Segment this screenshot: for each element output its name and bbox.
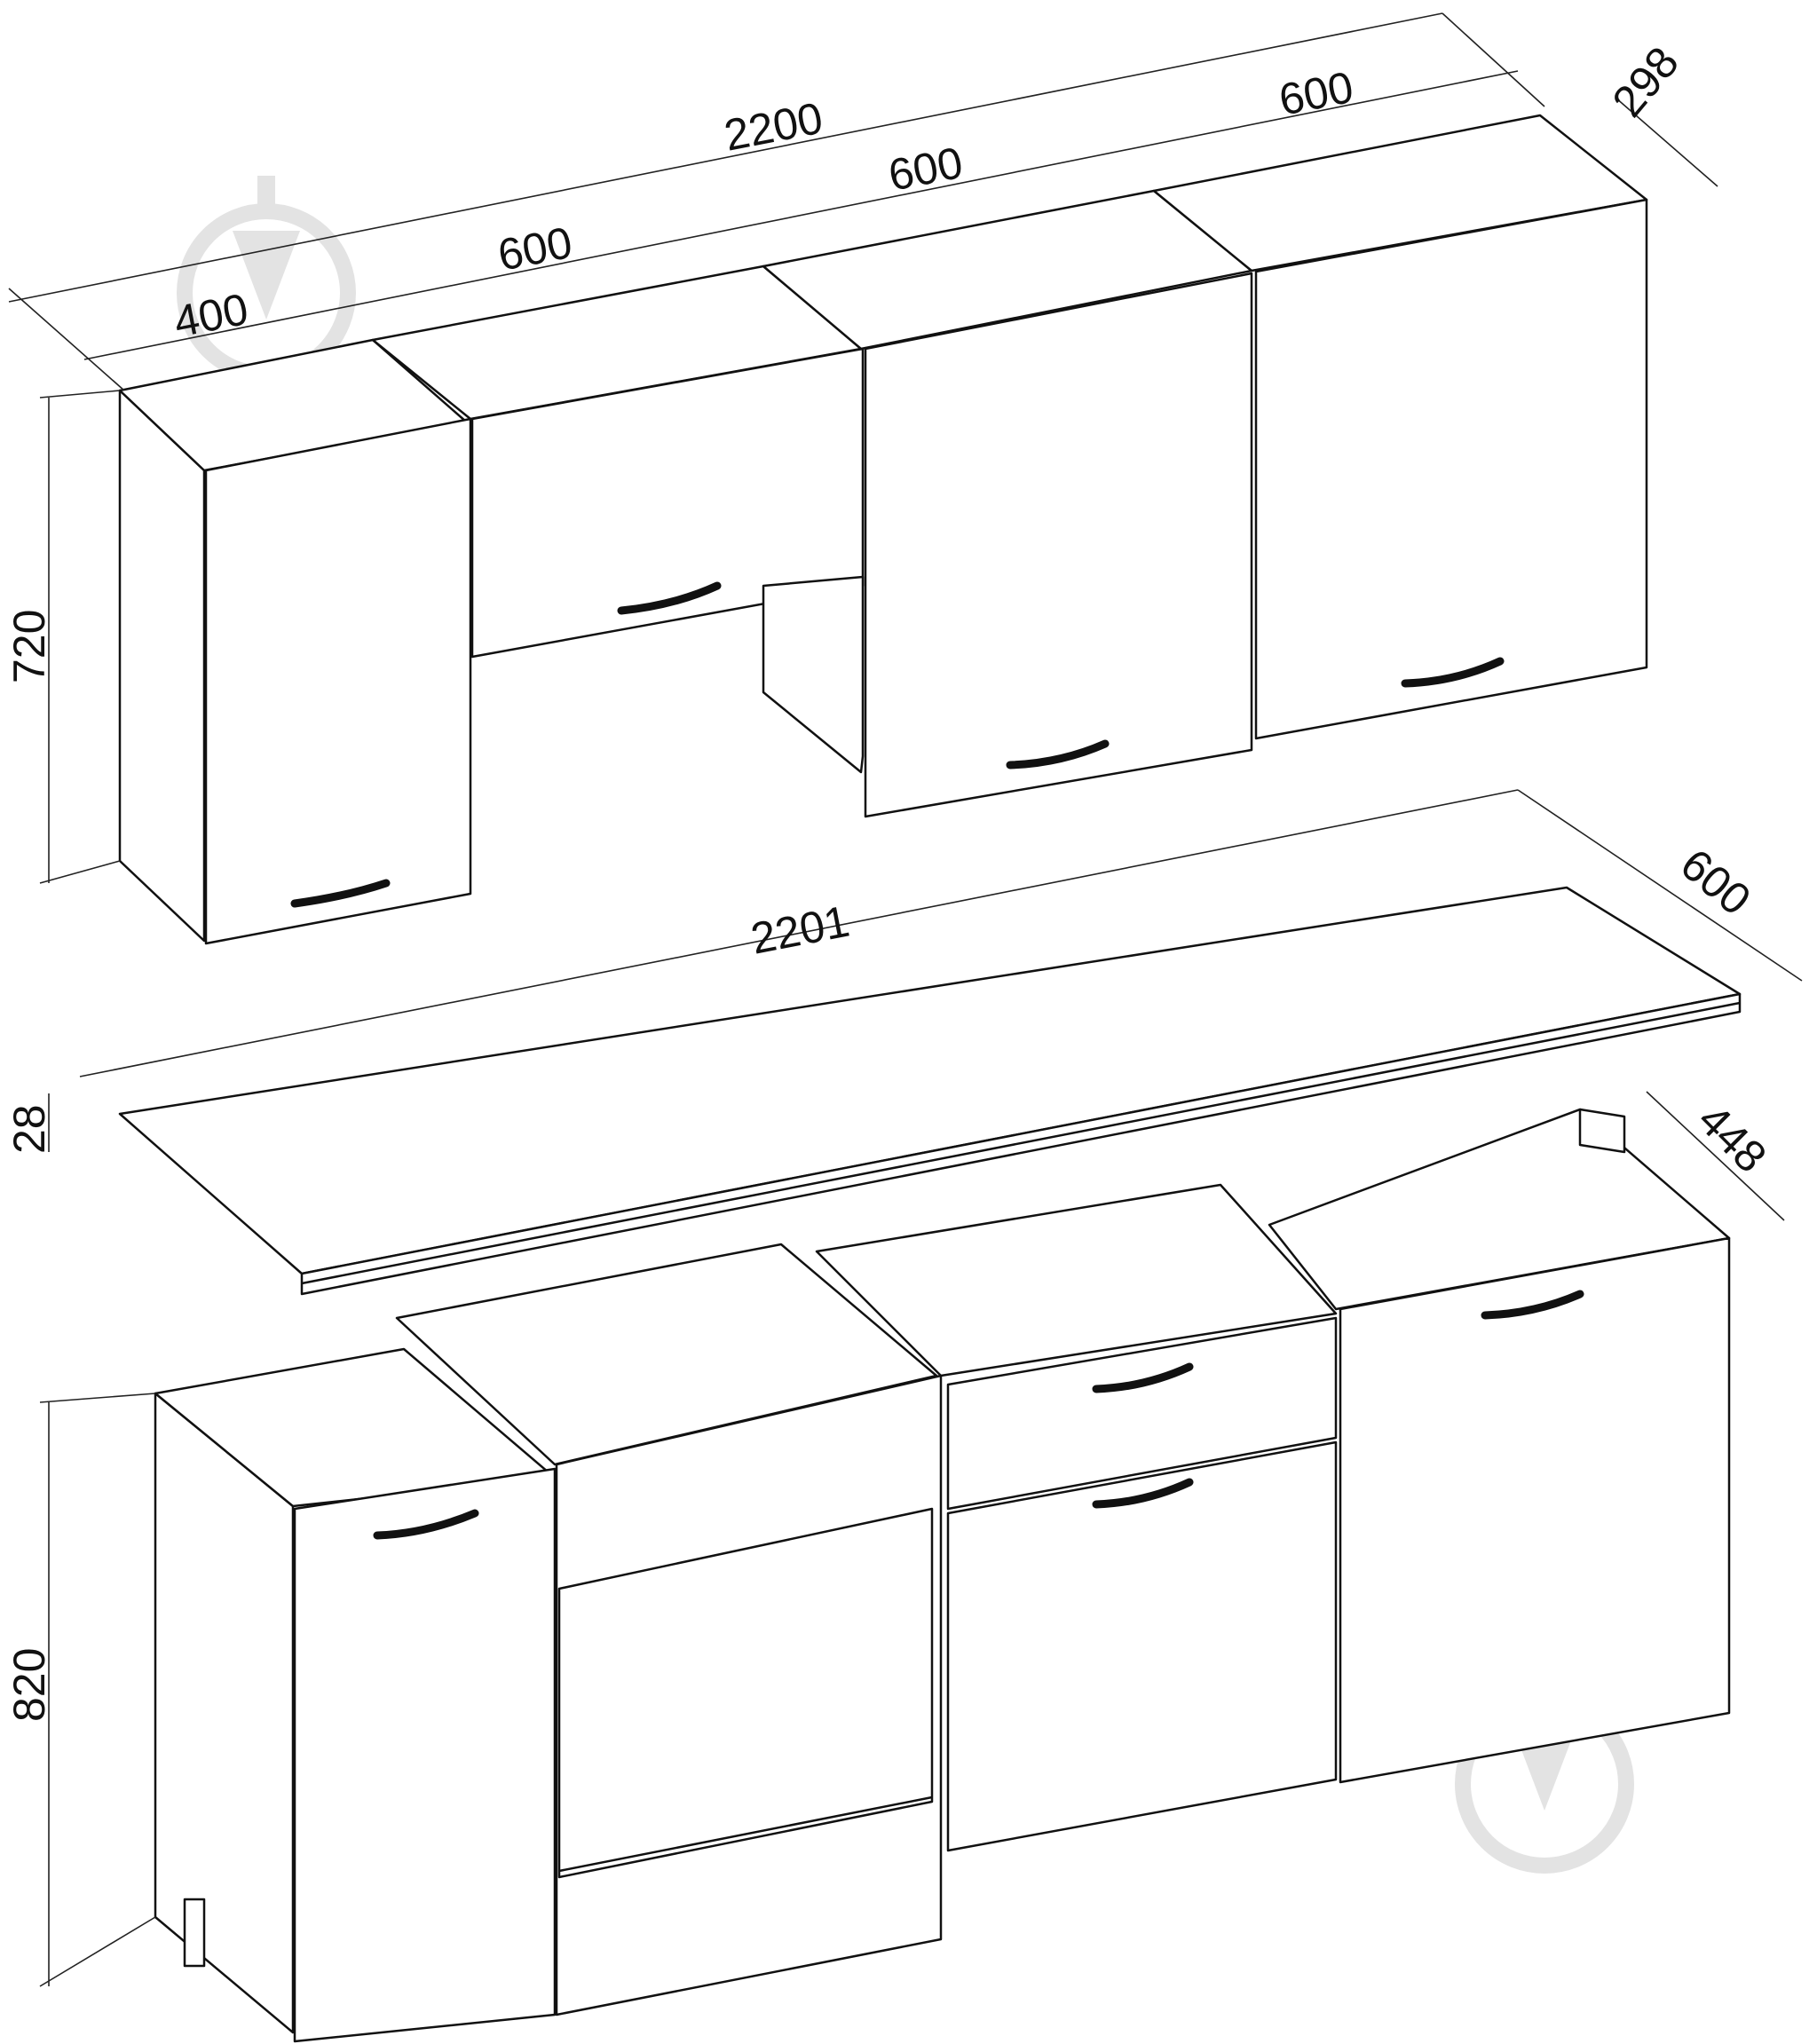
brand-watermark-icon bbox=[177, 176, 356, 383]
upper-cabinets bbox=[118, 114, 1648, 945]
upper-cabinet-600-b bbox=[762, 189, 1253, 818]
upper-cabinet-400 bbox=[118, 338, 472, 945]
base-cabinet-drawer bbox=[815, 1183, 1338, 1852]
dim-upper-width-4: 600 bbox=[1275, 62, 1357, 125]
dim-countertop-length: 2201 bbox=[747, 896, 853, 964]
dim-upper-total: 2200 bbox=[720, 93, 826, 161]
dim-upper-width-2: 600 bbox=[494, 217, 576, 280]
dim-upper-depth: 298 bbox=[1603, 37, 1689, 126]
base-cabinet-4 bbox=[1268, 1108, 1731, 1784]
dim-countertop-depth: 600 bbox=[1671, 840, 1760, 926]
dim-upper-width-3: 600 bbox=[884, 138, 967, 201]
base-cabinet-oven bbox=[395, 1243, 943, 2016]
dimension-lines bbox=[8, 12, 1803, 1987]
dim-upper-height: 720 bbox=[4, 610, 54, 683]
dim-countertop-thickness: 28 bbox=[4, 1104, 54, 1154]
base-cabinet-1 bbox=[154, 1347, 557, 2043]
upper-cabinet-600-c bbox=[1152, 114, 1648, 740]
dim-base-depth: 448 bbox=[1688, 1094, 1776, 1182]
base-cabinets bbox=[154, 1108, 1731, 2043]
countertop bbox=[118, 886, 1742, 1296]
upper-cabinet-600-a bbox=[371, 264, 865, 774]
dim-base-height: 820 bbox=[4, 1648, 54, 1722]
